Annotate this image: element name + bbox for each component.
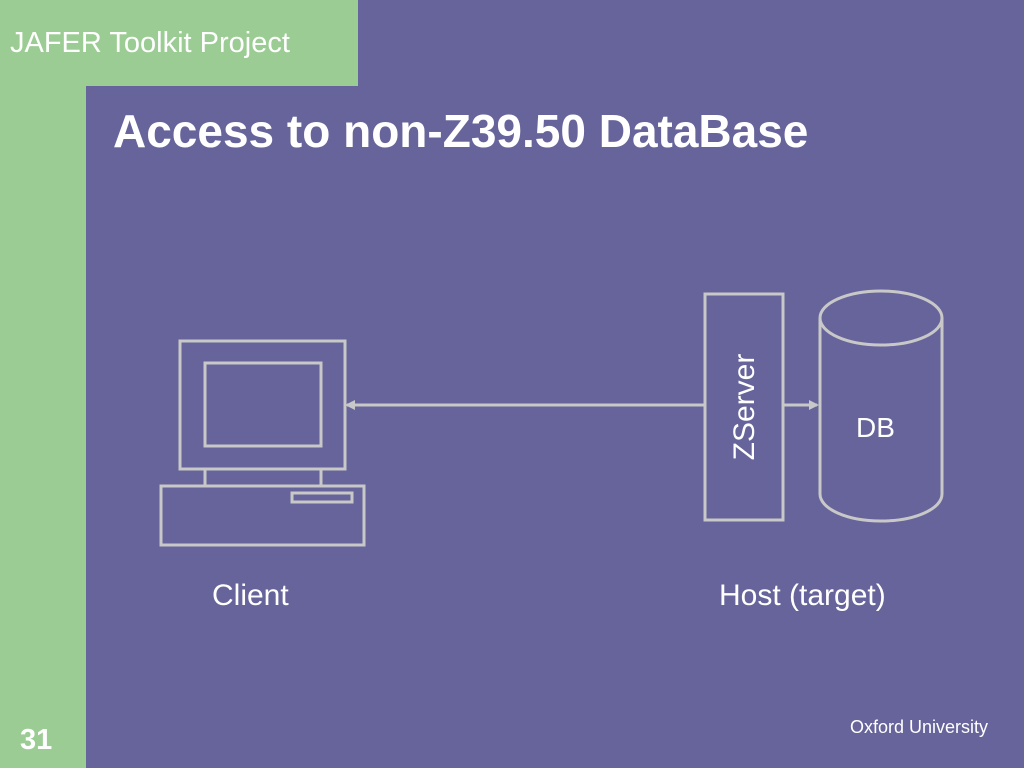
project-name: JAFER Toolkit Project: [10, 27, 290, 59]
slide-number: 31: [20, 724, 53, 756]
host-label: Host (target): [719, 579, 886, 612]
computer-icon: [159, 339, 366, 547]
database-cylinder: [818, 289, 944, 523]
sidebar-band: [0, 0, 86, 768]
footer-organization: Oxford University: [849, 717, 988, 737]
header-band: [0, 0, 358, 86]
cylinder-top: [818, 289, 944, 347]
computer-base: [159, 484, 366, 547]
slide-title: Access to non-Z39.50 DataBase: [113, 105, 809, 157]
db-label: DB: [856, 412, 895, 443]
cylinder-body: [818, 318, 944, 523]
monitor-screen: [203, 361, 323, 448]
client-label: Client: [212, 579, 289, 612]
disk-drive-slot: [290, 491, 354, 504]
zserver-label: ZServer: [728, 353, 761, 461]
zserver-box: [703, 292, 785, 522]
